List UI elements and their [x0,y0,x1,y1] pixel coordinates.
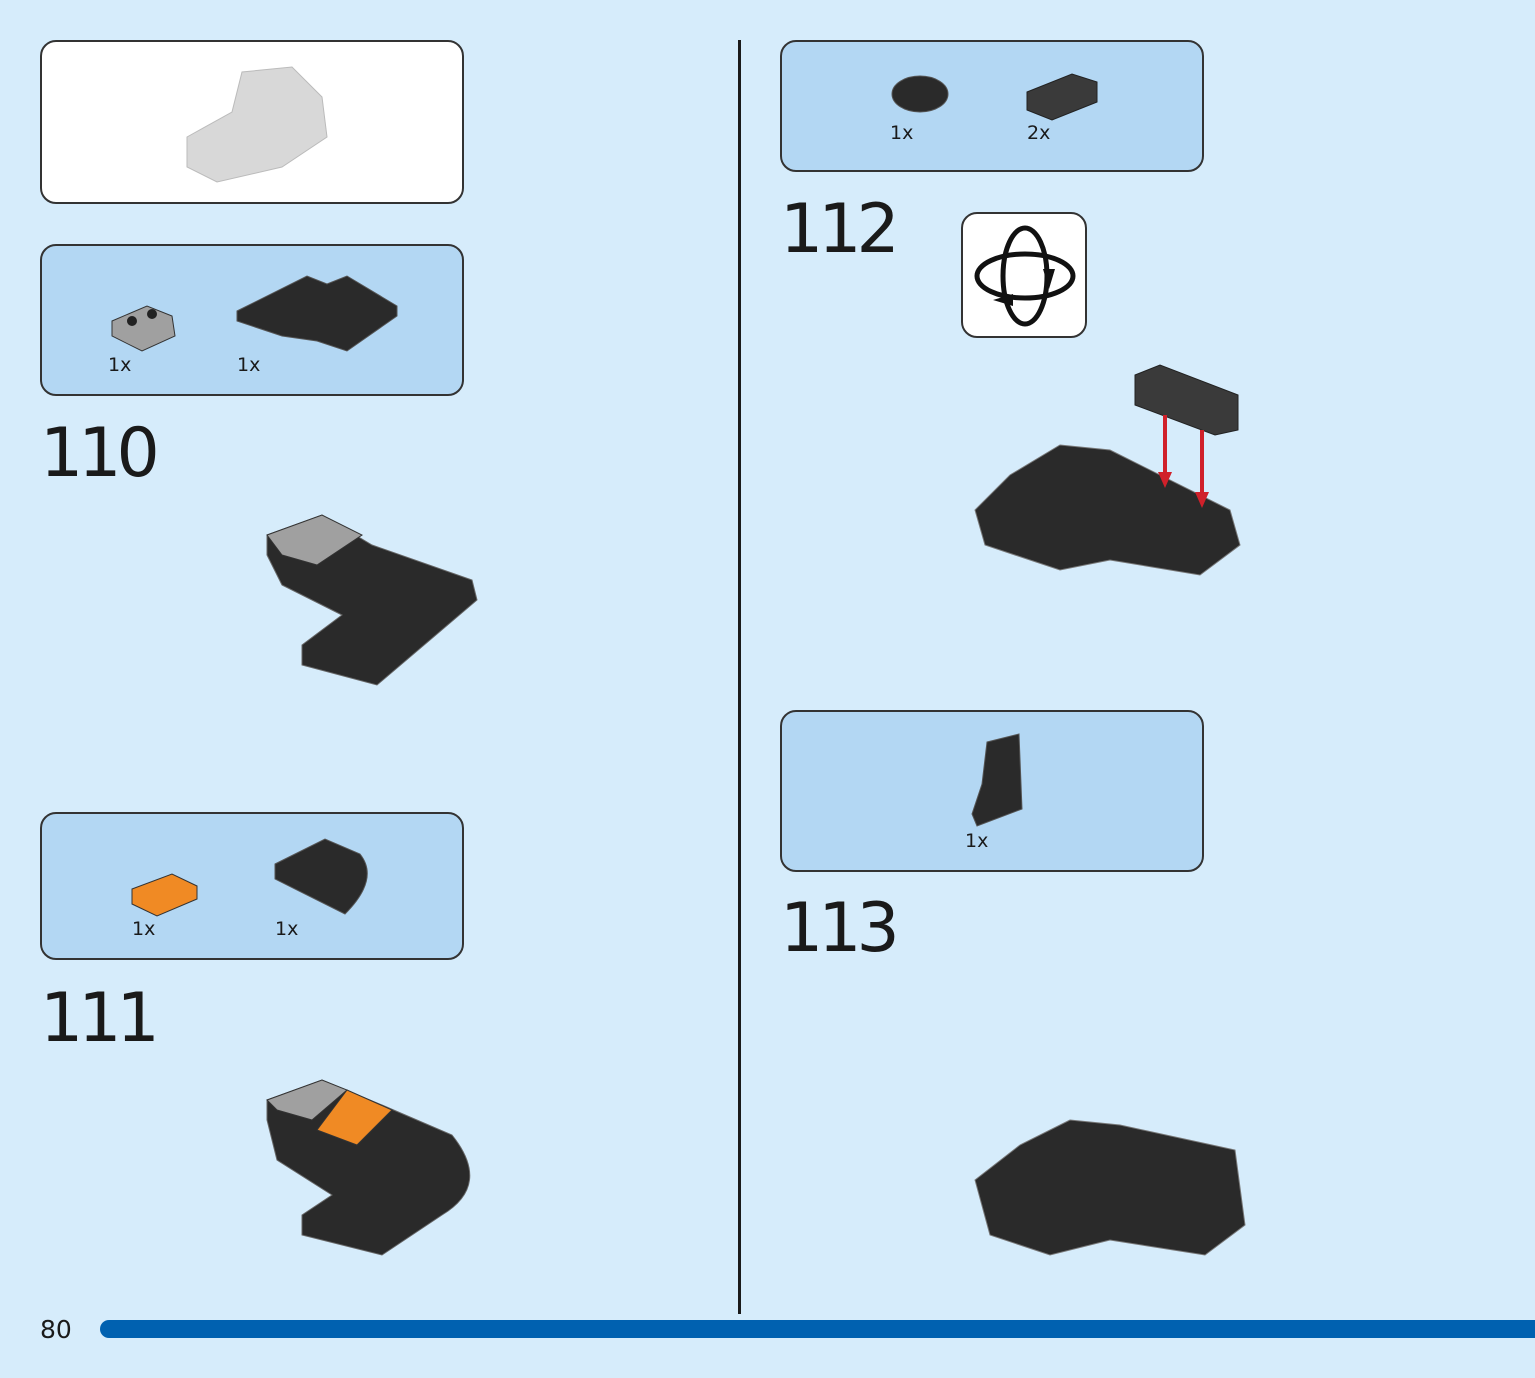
part-black-corner-plate [236,275,398,352]
part-quantity: 1x [237,354,261,376]
page-accent-bar [100,1320,1535,1338]
part-gray-clip-plate [111,305,176,352]
step-111-model-image [266,1079,471,1256]
part-quantity: 1x [275,918,299,940]
parts-callout-step-113: 1x [780,710,1204,872]
part-black-wedge-plate [971,733,1023,827]
step-number: 113 [780,889,900,968]
step-number: 111 [40,979,160,1058]
step-number: 110 [40,414,160,493]
part-black-round-plate-small [891,75,949,113]
part-quantity: 1x [108,354,132,376]
step-number: 112 [780,190,900,269]
step-110-model-image [266,514,478,686]
parts-callout-step-112: 1x 2x [780,40,1204,172]
rotate-model-icon [961,212,1087,338]
part-quantity: 1x [890,122,914,144]
part-quantity: 2x [1027,122,1051,144]
step-112-model-image [974,364,1241,576]
submodel-preview-image [186,66,328,183]
page-number: 80 [40,1315,72,1344]
part-orange-plate [131,873,198,917]
part-black-round-plate [274,838,368,915]
column-divider [738,40,741,1314]
part-quantity: 1x [965,830,989,852]
step-113-model-image [974,1119,1246,1256]
part-black-bracket [1026,73,1098,121]
parts-callout-step-110: 1x 1x [40,244,464,396]
part-quantity: 1x [132,918,156,940]
submodel-preview-box [40,40,464,204]
parts-callout-step-111: 1x 1x [40,812,464,960]
